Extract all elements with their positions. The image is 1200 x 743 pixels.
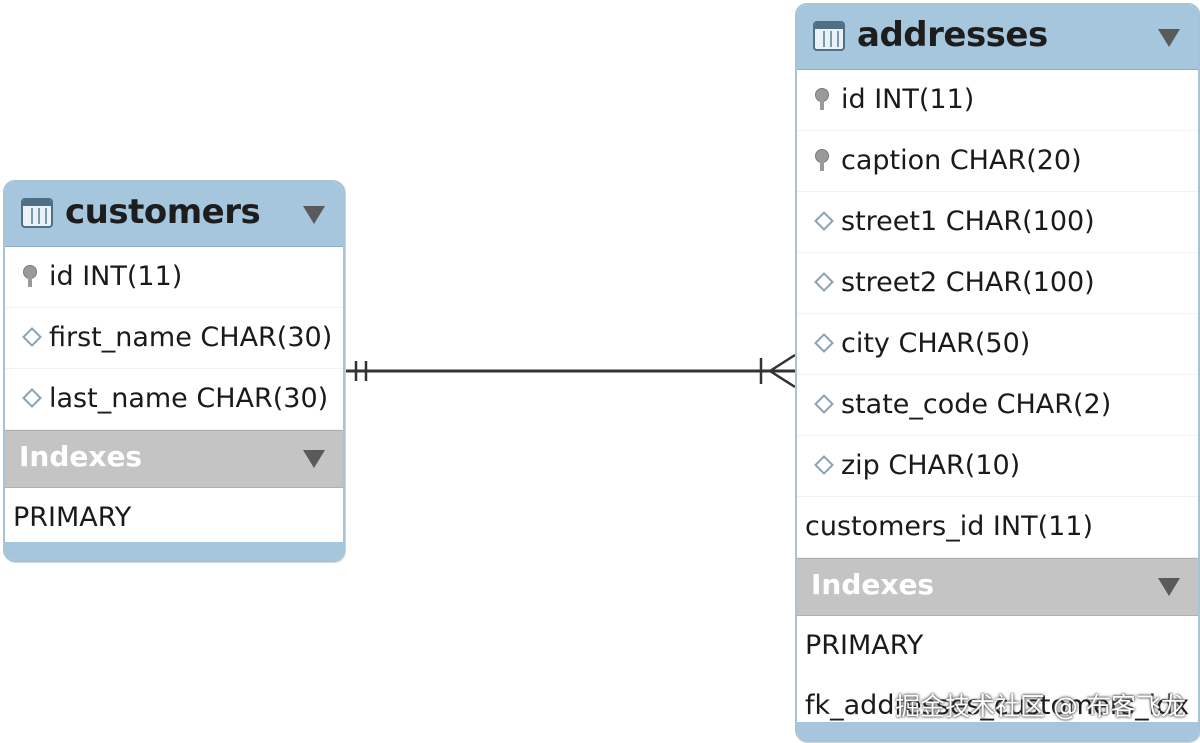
column-label: customers_id INT(11)	[805, 511, 1094, 542]
indexes-label: Indexes	[811, 568, 935, 601]
indexes-label: Indexes	[19, 440, 143, 473]
index-row[interactable]: PRIMARY	[13, 502, 132, 533]
column-label: last_name CHAR(30)	[49, 383, 329, 414]
table-icon	[21, 198, 53, 228]
column-row[interactable]: last_name CHAR(30)	[5, 369, 343, 430]
collapse-arrow-icon[interactable]	[1158, 578, 1180, 596]
column-row[interactable]: zip CHAR(10)	[797, 436, 1198, 497]
primary-key-icon	[815, 88, 829, 110]
primary-key-icon	[23, 265, 37, 287]
index-row[interactable]: fk_addresses_customers_idx	[805, 690, 1190, 721]
collapse-arrow-icon[interactable]	[303, 450, 325, 468]
column-row[interactable]: street2 CHAR(100)	[797, 253, 1198, 314]
column-label: street2 CHAR(100)	[841, 267, 1095, 298]
column-row[interactable]: id INT(11)	[5, 247, 343, 308]
table-title: addresses	[857, 15, 1048, 55]
column-label: street1 CHAR(100)	[841, 206, 1095, 237]
column-label: zip CHAR(10)	[841, 450, 1021, 481]
table-title: customers	[65, 192, 261, 232]
index-row[interactable]: PRIMARY	[805, 630, 924, 661]
column-label: state_code CHAR(2)	[841, 389, 1112, 420]
table-header[interactable]: addresses	[797, 5, 1198, 70]
table-footer	[797, 722, 1198, 740]
table-header[interactable]: customers	[5, 182, 343, 247]
column-label: caption CHAR(20)	[841, 145, 1082, 176]
indexes-header[interactable]: Indexes	[5, 430, 343, 488]
watermark: 掘金技术社区 @ 布客飞龙	[895, 692, 1186, 721]
column-label: city CHAR(50)	[841, 328, 1031, 359]
column-row[interactable]: caption CHAR(20)	[797, 131, 1198, 192]
column-row[interactable]: customers_id INT(11)	[797, 497, 1198, 558]
table-addresses[interactable]: addresses id INT(11) caption CHAR(20) stre…	[795, 3, 1200, 742]
column-diamond-icon	[814, 333, 834, 353]
column-label: id INT(11)	[841, 84, 975, 115]
column-row[interactable]: id INT(11)	[797, 70, 1198, 131]
column-label: id INT(11)	[49, 261, 183, 292]
collapse-arrow-icon[interactable]	[303, 206, 325, 224]
primary-key-icon	[815, 149, 829, 171]
column-row[interactable]: first_name CHAR(30)	[5, 308, 343, 369]
column-diamond-icon	[814, 394, 834, 414]
column-diamond-icon	[22, 388, 42, 408]
column-diamond-icon	[814, 211, 834, 231]
table-customers[interactable]: customers id INT(11) first_name CHAR(30) l…	[3, 180, 345, 562]
table-icon	[813, 21, 845, 51]
column-row[interactable]: street1 CHAR(100)	[797, 192, 1198, 253]
column-label: first_name CHAR(30)	[49, 322, 333, 353]
column-row[interactable]: state_code CHAR(2)	[797, 375, 1198, 436]
table-footer	[5, 542, 343, 560]
collapse-arrow-icon[interactable]	[1158, 29, 1180, 47]
indexes-header[interactable]: Indexes	[797, 558, 1198, 616]
column-diamond-icon	[22, 327, 42, 347]
column-row[interactable]: city CHAR(50)	[797, 314, 1198, 375]
column-diamond-icon	[814, 455, 834, 475]
column-diamond-icon	[814, 272, 834, 292]
